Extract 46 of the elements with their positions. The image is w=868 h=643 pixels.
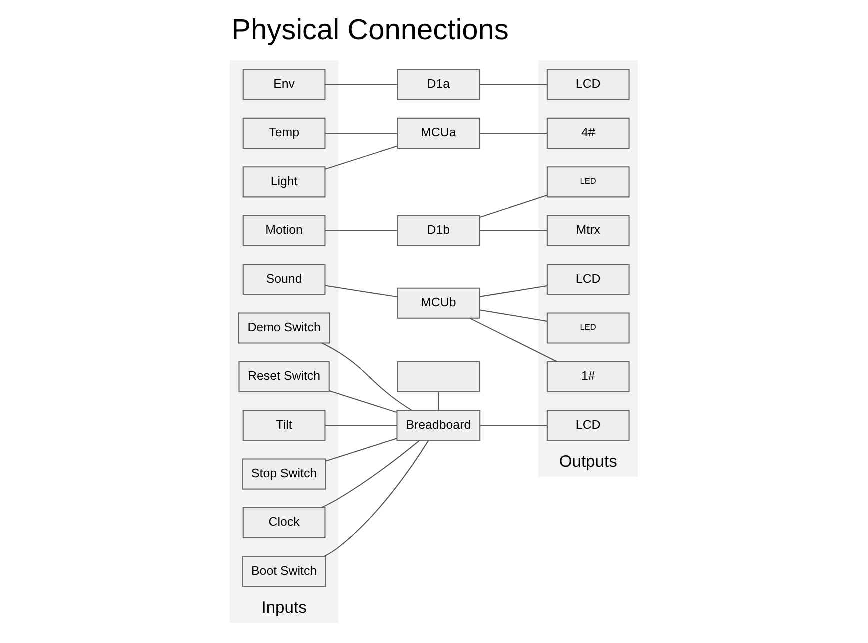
node-box: Clock [242,507,326,539]
node-box: Breadboard [396,410,481,442]
connector [325,132,398,134]
connector [479,194,548,218]
connector [480,425,548,426]
node-box: LCD [546,69,630,100]
node-box: Mtrx [546,215,630,246]
connector [480,285,548,298]
node-box: D1b [397,215,480,246]
node-box: Motion [242,215,326,246]
connector [480,84,548,86]
connector [326,438,398,462]
node-box: Temp [242,118,326,150]
connector [480,132,548,134]
node-box: Demo Switch [238,312,330,344]
node-box: MCUa [397,118,480,150]
node-box: 4# [546,118,630,150]
node-box: Tilt [242,410,326,442]
connector [321,440,420,508]
node-box: Env [242,69,326,100]
node-box: Sound [242,264,326,296]
connector [480,310,548,322]
diagram-title: Physical Connections [232,14,509,47]
connector [325,84,398,86]
node-box [397,361,480,392]
node-box: 1# [546,361,630,392]
connector [438,392,440,410]
node-box: Reset Switch [238,361,330,392]
node-box: D1a [397,69,480,100]
connector [324,440,430,558]
node-box: LCD [546,410,630,442]
node-box: LED [546,312,630,344]
connector [325,425,398,426]
node-box: Stop Switch [242,458,326,490]
connector [480,230,548,232]
connector [329,390,397,414]
node-box: Light [242,166,326,198]
connector [470,318,558,362]
connector [325,230,398,232]
node-box: Boot Switch [242,556,326,588]
connector [325,285,398,298]
connector [325,146,398,170]
node-box: LED [546,166,630,198]
node-box: MCUb [397,288,480,319]
connector [322,342,412,411]
node-box: LCD [546,264,630,296]
